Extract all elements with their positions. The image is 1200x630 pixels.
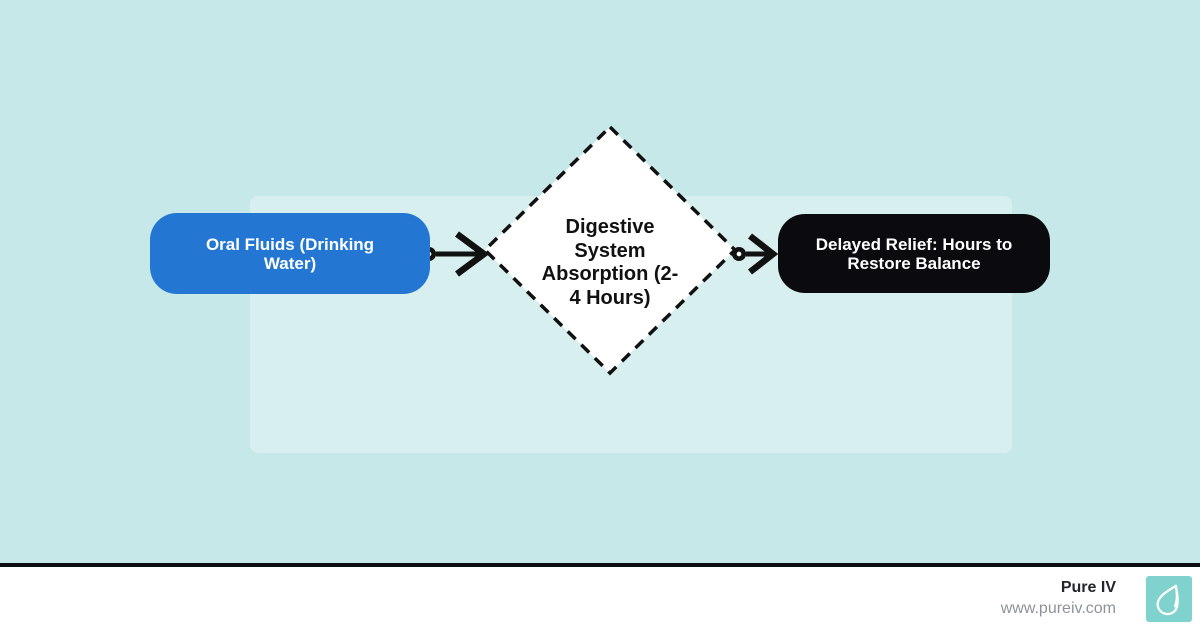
node-label-line: Water) [263, 253, 317, 273]
node-label-line: Oral Fluids (Drinking [205, 234, 375, 254]
flow-node-delayed-relief: Delayed Relief: Hours to Restore Balance [778, 214, 1050, 293]
water-drop-icon [1156, 584, 1179, 615]
arrowhead-icon [747, 233, 779, 275]
footer-bar: Pure IV www.pureiv.com [0, 567, 1200, 630]
connector-tail-dot [731, 246, 747, 262]
decision-diamond-shape [482, 124, 738, 376]
connector-arrow-2 [731, 233, 779, 275]
node-label-line: System [574, 239, 646, 262]
node-label-line: Restore Balance [847, 253, 981, 273]
node-label-line: Digestive [565, 216, 655, 238]
connector-arrow-1 [421, 231, 490, 277]
node-label-line: 4 Hours) [569, 286, 651, 309]
node-label-line: Absorption (2- [541, 263, 679, 285]
footer-divider-line [0, 563, 1200, 567]
arrowhead-icon [455, 231, 490, 277]
node-label-line: Delayed Relief: Hours to [815, 234, 1013, 254]
brand-url: www.pureiv.com [1000, 600, 1116, 617]
brand-block: Pure IV www.pureiv.com [1001, 579, 1116, 618]
brand-name: Pure IV [1060, 579, 1116, 596]
brand-logo-tile [1146, 575, 1192, 622]
flow-node-digestive-absorption-label: Digestive System Absorption (2- 4 Hours) [505, 216, 715, 310]
flow-node-oral-fluids: Oral Fluids (Drinking Water) [150, 213, 430, 294]
